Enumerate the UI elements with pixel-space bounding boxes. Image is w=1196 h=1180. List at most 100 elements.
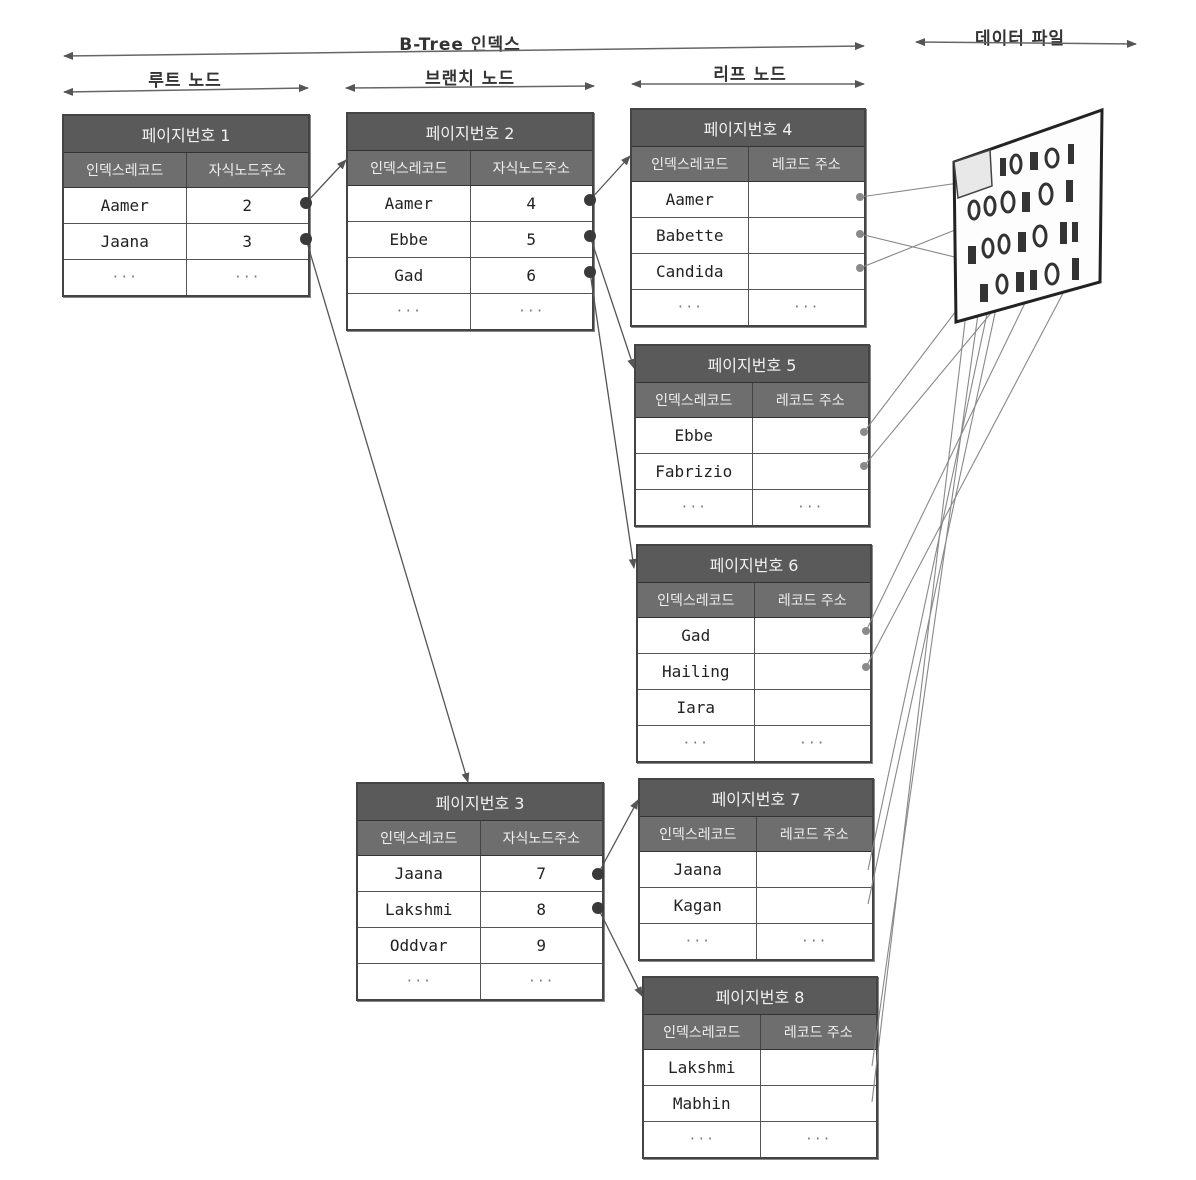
index-key: Lakshmi [358,892,481,927]
table-row: Iara [638,690,870,726]
column-index-record: 인덱스레코드 [638,583,755,617]
table-row: ··· ··· [638,726,870,761]
table-row: Mabhin [644,1086,876,1122]
page-title: 페이지번호 7 [640,780,872,817]
column-index-record: 인덱스레코드 [636,383,753,417]
record-address: ··· [801,934,828,949]
page-title: 페이지번호 3 [358,784,602,821]
index-key: ··· [644,1122,761,1157]
pointer-p2-to-p4 [589,155,631,201]
table-row: Fabrizio [636,454,868,490]
index-key: Babette [632,218,749,253]
table-row: Lakshmi [644,1050,876,1086]
column-header: 인덱스레코드 레코드 주소 [644,1015,876,1050]
page-8: 페이지번호 8 인덱스레코드 레코드 주소 Lakshmi Mabhin ···… [642,976,878,1159]
column-index-record: 인덱스레코드 [632,147,749,181]
child-page: 8 [536,900,547,919]
pointer-dot [592,902,604,914]
branch-range-arrow [345,82,595,92]
column-index-record: 인덱스레코드 [348,151,471,185]
column-index-record: 인덱스레코드 [644,1015,761,1049]
column-index-record: 인덱스레코드 [358,821,481,855]
column-child-address: 자식노드주소 [502,831,580,847]
table-row: Lakshmi 8 [358,892,602,928]
index-key: Gad [638,618,755,653]
column-child-address: 자식노드주소 [208,163,286,179]
index-key: Gad [348,258,471,293]
datafile-range-arrow [915,38,1137,48]
pointer-dot [584,194,596,206]
pointer-dot [584,266,596,278]
pointer-dot [592,868,604,880]
index-key: Ebbe [348,222,471,257]
table-row: Gad [638,618,870,654]
pointer-p2-to-p6 [589,271,637,569]
table-row: ··· ··· [644,1122,876,1157]
index-key: ··· [638,726,755,761]
pointer-p1-to-p2 [305,159,347,204]
column-index-record: 인덱스레코드 [640,817,757,851]
index-key: ··· [632,290,749,325]
column-record-address: 레코드 주소 [775,393,845,409]
page-4: 페이지번호 4 인덱스레코드 레코드 주소 Aamer Babette Cand… [630,108,866,327]
page-title: 페이지번호 2 [348,114,592,151]
index-key: Candida [632,254,749,289]
page-title: 페이지번호 4 [632,110,864,147]
root-range-arrow [63,84,309,96]
pointer-p3-to-p7 [597,799,639,875]
index-key: Mabhin [644,1086,761,1121]
record-dot [862,663,870,671]
child-page: 7 [536,864,547,883]
record-pointer-jaana [867,299,991,871]
table-row: Hailing [638,654,870,690]
page-5: 페이지번호 5 인덱스레코드 레코드 주소 Ebbe Fabrizio ····… [634,344,870,527]
child-page: 9 [536,936,547,955]
record-pointer-lakshmi [871,299,981,1067]
record-dot [862,627,870,635]
table-row: Gad 6 [348,258,592,294]
page-title: 페이지번호 5 [636,346,868,383]
column-record-address: 레코드 주소 [783,1025,853,1041]
record-pointer-hailing [865,279,1071,668]
page-title: 페이지번호 6 [638,546,870,583]
record-dot [860,462,868,470]
record-pointer-gad [865,271,1041,632]
data-file-icon [952,107,1104,324]
record-dot [860,428,868,436]
index-key: Hailing [638,654,755,689]
record-address: ··· [797,500,824,515]
index-key: Kagan [640,888,757,923]
column-header: 인덱스레코드 자식노드주소 [64,153,308,188]
page-6: 페이지번호 6 인덱스레코드 레코드 주소 Gad Hailing Iara ·… [636,544,872,763]
table-row: Kagan [640,888,872,924]
child-page: 4 [526,194,537,213]
column-record-address: 레코드 주소 [779,827,849,843]
child-page: 3 [242,232,253,251]
record-address: ··· [805,1132,832,1147]
table-row: ······ [64,260,308,295]
column-header: 인덱스레코드 자식노드주소 [348,151,592,186]
child-page: 6 [526,266,537,285]
column-header: 인덱스레코드 자식노드주소 [358,821,602,856]
table-row: Candida [632,254,864,290]
table-row: Jaana [640,852,872,888]
column-header: 인덱스레코드 레코드 주소 [632,147,864,182]
record-address: ··· [799,736,826,751]
record-pointer-kagan [867,289,1001,905]
btree-range-arrow [63,42,865,60]
index-key: ··· [64,260,187,295]
table-row: Ebbe [636,418,868,454]
index-key: ··· [348,294,471,329]
child-page: ··· [528,974,555,989]
index-key: Jaana [640,852,757,887]
child-page: 2 [242,196,253,215]
